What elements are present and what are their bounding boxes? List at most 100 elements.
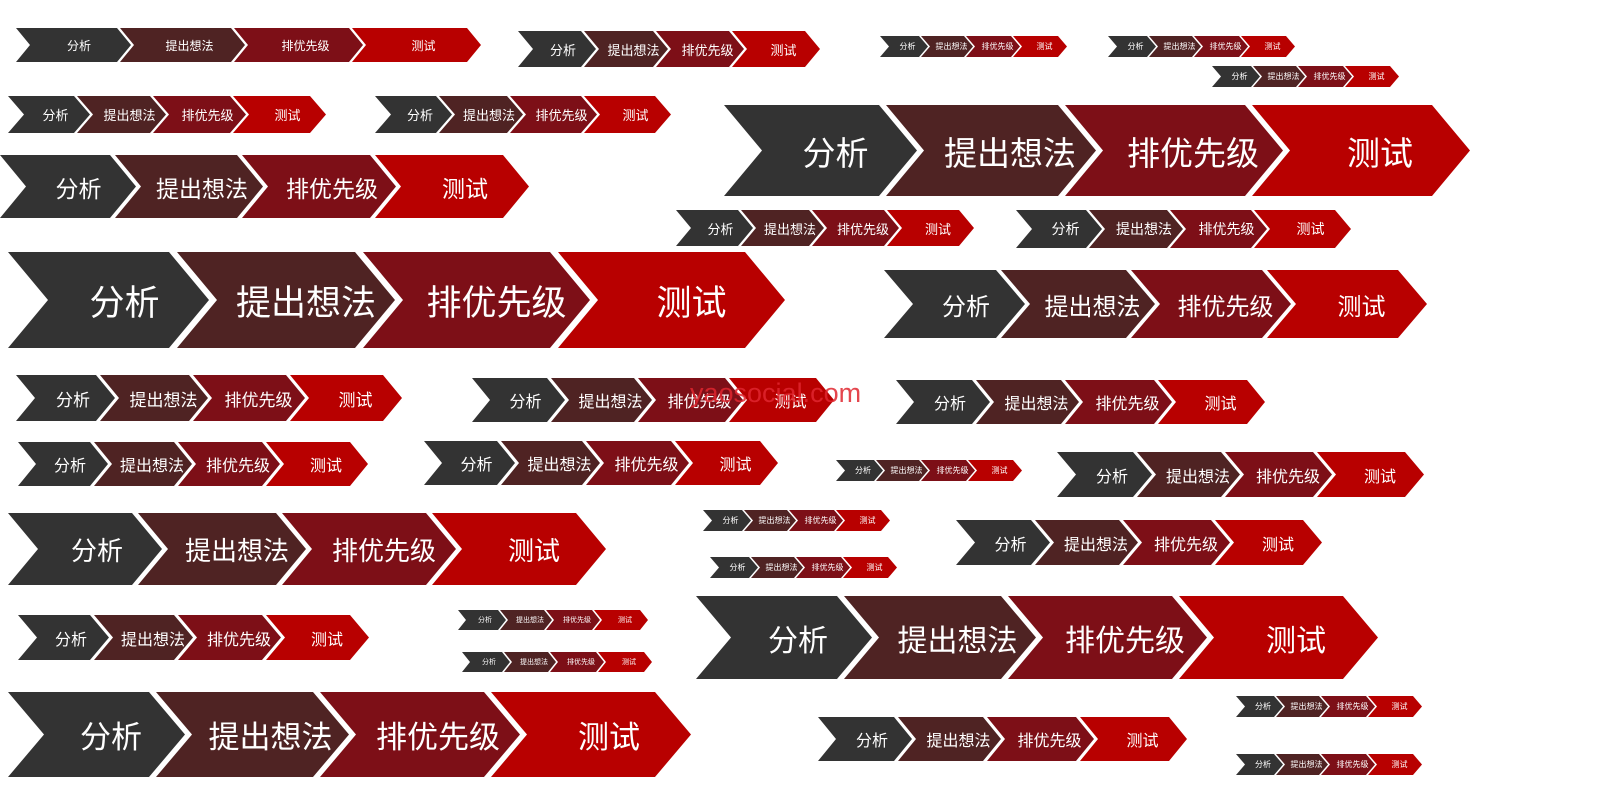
chevron-step-test: 测试 — [352, 28, 481, 62]
chevron-flow: 分析提出想法排优先级测试 — [462, 652, 652, 672]
chevron-step-propose-ideas: 提出想法 — [741, 210, 824, 246]
chevron-step-prioritize: 排优先级 — [1321, 696, 1375, 717]
chevron-step-analyze: 分析 — [472, 378, 565, 422]
chevron-step-propose-ideas: 提出想法 — [1137, 452, 1240, 497]
chevron-step-analyze: 分析 — [8, 513, 162, 585]
chevron-flow: 分析提出想法排优先级测试 — [518, 31, 820, 67]
chevron-step-test: 测试 — [836, 510, 890, 531]
watermark-text: yaosocial.com — [690, 378, 862, 408]
chevron-step-prioritize: 排优先级 — [550, 652, 604, 672]
chevron-step-propose-ideas: 提出想法 — [501, 441, 600, 485]
chevron-step-propose-ideas: 提出想法 — [100, 375, 208, 421]
chevron-step-analyze: 分析 — [1236, 696, 1283, 717]
chevron-step-test: 测试 — [675, 441, 778, 485]
chevron-step-prioritize: 排优先级 — [1131, 270, 1291, 338]
chevron-step-analyze: 分析 — [884, 270, 1025, 338]
chevron-flow: 分析提出想法排优先级测试 — [1108, 36, 1295, 57]
chevron-step-test: 测试 — [843, 557, 897, 578]
chevron-step-analyze: 分析 — [836, 460, 883, 481]
chevron-step-test: 测试 — [375, 155, 529, 218]
chevron-step-propose-ideas: 提出想法 — [1276, 754, 1328, 775]
chevron-step-propose-ideas: 提出想法 — [886, 105, 1096, 196]
chevron-step-prioritize: 排优先级 — [921, 460, 975, 481]
chevron-step-propose-ideas: 提出想法 — [1276, 696, 1328, 717]
chevron-step-test: 测试 — [732, 31, 820, 67]
chevron-step-propose-ideas: 提出想法 — [921, 36, 973, 57]
chevron-step-analyze: 分析 — [8, 252, 209, 348]
chevron-step-test: 测试 — [584, 96, 671, 133]
chevron-step-analyze: 分析 — [818, 717, 912, 761]
chevron-step-analyze: 分析 — [16, 28, 131, 62]
chevron-flow: 分析提出想法排优先级测试 — [0, 155, 529, 218]
chevron-step-analyze: 分析 — [0, 155, 136, 218]
chevron-step-test: 测试 — [290, 375, 402, 421]
chevron-step-analyze: 分析 — [458, 610, 506, 630]
chevron-flow: 分析提出想法排优先级测试 — [710, 557, 897, 578]
chevron-flow: 分析提出想法排优先级测试 — [956, 520, 1322, 565]
chevron-step-test: 测试 — [1368, 754, 1422, 775]
chevron-step-test: 测试 — [1368, 696, 1422, 717]
chevron-step-analyze: 分析 — [710, 557, 758, 578]
chevron-step-prioritize: 排优先级 — [1298, 66, 1352, 87]
chevron-step-test: 测试 — [1215, 520, 1322, 565]
chevron-step-prioritize: 排优先级 — [546, 610, 600, 630]
chevron-step-analyze: 分析 — [703, 510, 751, 531]
chevron-step-prioritize: 排优先级 — [796, 557, 850, 578]
chevron-step-prioritize: 排优先级 — [1225, 452, 1332, 497]
chevron-step-analyze: 分析 — [1108, 36, 1156, 57]
chevron-step-analyze: 分析 — [956, 520, 1050, 565]
chevron-step-propose-ideas: 提出想法 — [500, 610, 552, 630]
chevron-step-analyze: 分析 — [462, 652, 510, 672]
chevron-step-test: 测试 — [968, 460, 1022, 481]
chevron-step-propose-ideas: 提出想法 — [439, 96, 523, 133]
chevron-flow: 分析提出想法排优先级测试 — [1212, 66, 1399, 87]
chevron-step-test: 测试 — [887, 210, 974, 246]
chevron-step-test: 测试 — [598, 652, 652, 672]
chevron-step-test: 测试 — [1345, 66, 1399, 87]
chevron-step-prioritize: 排优先级 — [153, 96, 246, 133]
chevron-step-test: 测试 — [1317, 452, 1424, 497]
chevron-step-propose-ideas: 提出想法 — [898, 717, 1001, 761]
chevron-step-analyze: 分析 — [1236, 754, 1283, 775]
chevron-step-test: 测试 — [233, 96, 326, 133]
chevron-step-analyze: 分析 — [1057, 452, 1152, 497]
chevron-step-propose-ideas: 提出想法 — [1035, 520, 1138, 565]
chevron-step-prioritize: 排优先级 — [1008, 596, 1207, 679]
chevron-step-prioritize: 排优先级 — [178, 442, 280, 486]
chevron-step-analyze: 分析 — [1016, 210, 1102, 248]
chevron-step-prioritize: 排优先级 — [193, 375, 305, 421]
chevron-step-analyze: 分析 — [424, 441, 515, 485]
chevron-step-analyze: 分析 — [696, 596, 872, 679]
chevron-flow: 分析提出想法排优先级测试 — [703, 510, 890, 531]
chevron-step-analyze: 分析 — [724, 105, 917, 196]
chevron-flow: 分析提出想法排优先级测试 — [1016, 210, 1351, 248]
chevron-step-propose-ideas: 提出想法 — [584, 31, 668, 67]
chevron-step-prioritize: 排优先级 — [1194, 36, 1248, 57]
chevron-step-analyze: 分析 — [1212, 66, 1260, 87]
chevron-flow: 分析提出想法排优先级测试 — [18, 442, 368, 486]
chevron-flow: 分析提出想法排优先级测试 — [676, 210, 974, 246]
chevron-step-prioritize: 排优先级 — [1170, 210, 1267, 248]
chevron-flow: 分析提出想法排优先级测试 — [880, 36, 1067, 57]
chevron-step-propose-ideas: 提出想法 — [115, 155, 263, 218]
chevron-step-propose-ideas: 提出想法 — [744, 510, 796, 531]
chevron-step-analyze: 分析 — [8, 96, 90, 133]
chevron-step-analyze: 分析 — [8, 692, 185, 777]
chevron-flow: 分析提出想法排优先级测试 — [16, 375, 402, 421]
chevron-step-propose-ideas: 提出想法 — [120, 28, 245, 62]
chevron-flow: 分析提出想法排优先级测试 — [1236, 754, 1422, 775]
chevron-step-prioritize: 排优先级 — [178, 615, 281, 660]
chevron-step-analyze: 分析 — [18, 615, 109, 660]
chevron-step-propose-ideas: 提出想法 — [177, 252, 395, 348]
chevron-step-prioritize: 排优先级 — [363, 252, 590, 348]
chevron-step-propose-ideas: 提出想法 — [876, 460, 928, 481]
chevron-flow: 分析提出想法排优先级测试 — [18, 615, 369, 660]
chevron-flow: 分析提出想法排优先级测试 — [424, 441, 778, 485]
chevron-step-analyze: 分析 — [676, 210, 753, 246]
chevron-step-prioritize: 排优先级 — [586, 441, 689, 485]
chevron-step-propose-ideas: 提出想法 — [551, 378, 652, 422]
chevron-step-propose-ideas: 提出想法 — [751, 557, 803, 578]
chevron-flow: 分析提出想法排优先级测试 — [8, 96, 326, 133]
chevron-step-test: 测试 — [1241, 36, 1295, 57]
chevron-step-test: 测试 — [1267, 270, 1427, 338]
